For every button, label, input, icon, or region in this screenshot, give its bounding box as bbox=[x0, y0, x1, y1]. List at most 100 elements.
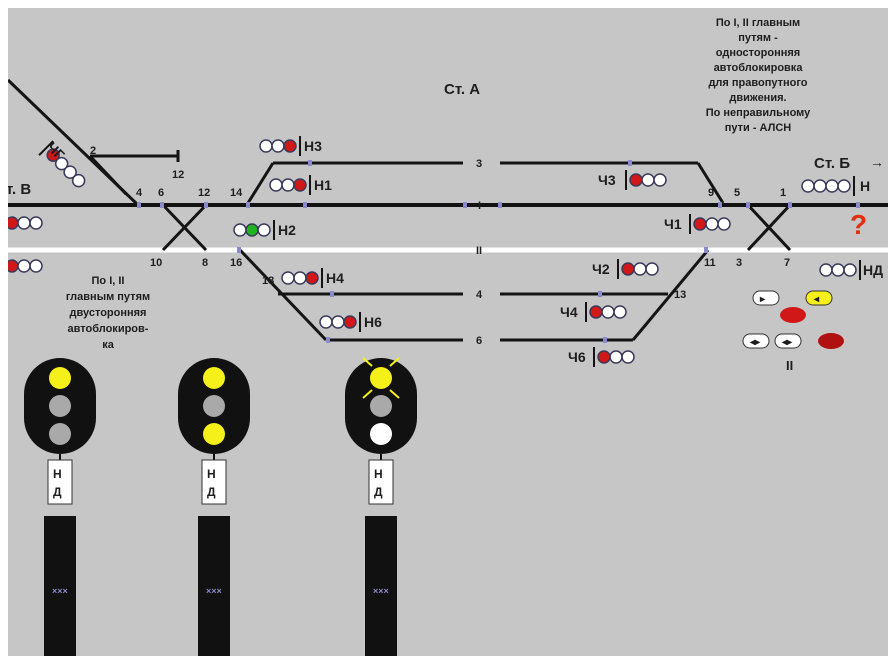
switch-number: 9 bbox=[708, 187, 714, 199]
question-mark: ? bbox=[850, 209, 867, 240]
nd-plate-letter: Д bbox=[374, 485, 383, 499]
note-left: По I, II главным путям двусторонняя авто… bbox=[66, 275, 150, 351]
signal-label-ch1: Ч1 bbox=[664, 216, 682, 232]
two-way-button-2[interactable] bbox=[774, 333, 802, 349]
signal-chg bbox=[38, 140, 86, 188]
signal-n-station-b bbox=[801, 176, 855, 196]
signal-label-n6: Н6 bbox=[364, 314, 382, 330]
switch-number: 18 bbox=[262, 275, 274, 287]
lamp bbox=[259, 139, 273, 153]
note-tr-line: односторонняя bbox=[716, 47, 800, 59]
control-panel: ▸ ◂ ◂▸ ◂▸ II bbox=[742, 290, 844, 373]
signal-label-n3: Н3 bbox=[304, 138, 322, 154]
diagonal-16 bbox=[238, 248, 328, 342]
cross-left-b bbox=[161, 203, 208, 252]
lamp bbox=[645, 262, 659, 276]
nd-plate-letter: Н bbox=[207, 467, 216, 481]
note-left-line: автоблокиров- bbox=[68, 323, 149, 335]
note-left-line: ка bbox=[102, 339, 115, 351]
lamp bbox=[293, 271, 307, 285]
lamp-yellow bbox=[49, 367, 71, 389]
arrow-right-icon: ▸ bbox=[759, 294, 766, 305]
track-label-6: 6 bbox=[476, 335, 482, 347]
signal-n4 bbox=[281, 268, 323, 288]
lamp-red bbox=[283, 139, 297, 153]
lamp bbox=[257, 223, 271, 237]
red-indicator bbox=[818, 333, 844, 349]
switch-number: 11 bbox=[704, 257, 716, 269]
switch-number: 5 bbox=[734, 187, 740, 199]
signal-n1 bbox=[269, 175, 311, 195]
signal-ch2 bbox=[617, 259, 659, 279]
two-way-icon: ◂▸ bbox=[749, 337, 761, 348]
signal-label-n4: Н4 bbox=[326, 270, 344, 286]
switch-numbers: 2 12 4 6 12 14 10 8 16 18 9 5 1 11 3 7 1… bbox=[90, 145, 790, 301]
signal-ch1 bbox=[689, 214, 731, 234]
note-left-line: двусторонняя bbox=[70, 307, 147, 319]
track-label-4: 4 bbox=[476, 289, 483, 301]
signal-label-ch3: Ч3 bbox=[598, 172, 616, 188]
switch-number: 12 bbox=[198, 187, 210, 199]
arrow-right-button[interactable] bbox=[752, 290, 780, 306]
lamp-red bbox=[5, 216, 19, 230]
signal-n6 bbox=[319, 312, 361, 332]
lamp-red bbox=[293, 178, 307, 192]
nd-plate-letter: Н bbox=[374, 467, 383, 481]
lamp bbox=[17, 259, 31, 273]
lamp bbox=[271, 139, 285, 153]
diagonal-13 bbox=[631, 249, 710, 341]
signal-nd bbox=[819, 260, 861, 280]
lamp-off bbox=[49, 395, 71, 417]
signal-mast bbox=[44, 516, 76, 656]
switch-number: 14 bbox=[230, 187, 243, 199]
note-top-right: По I, II главным путям - односторонняя а… bbox=[706, 17, 811, 134]
lamp-green bbox=[245, 223, 259, 237]
large-signal-2: Н Д ××× bbox=[178, 358, 250, 656]
nd-plate bbox=[201, 459, 227, 505]
arrow-right-icon: → bbox=[870, 154, 884, 170]
lamp bbox=[717, 217, 731, 231]
signal-ch4 bbox=[585, 302, 627, 322]
joints bbox=[137, 160, 860, 343]
note-tr-line: По I, II главным bbox=[716, 17, 800, 29]
signal-left-edge-1 bbox=[5, 216, 43, 230]
note-tr-line: для правопутного bbox=[708, 77, 807, 89]
track-label-2: II bbox=[476, 245, 482, 257]
switch-number: 12 bbox=[172, 169, 184, 181]
note-tr-line: движения. bbox=[729, 92, 786, 104]
note-tr-line: пути - АЛСН bbox=[725, 122, 792, 134]
track-diagram: Ст. А Ст. Б т. В → По I, II главным путя… bbox=[5, 17, 888, 656]
two-way-icon: ◂▸ bbox=[781, 337, 793, 348]
signal-ch3 bbox=[625, 170, 667, 190]
lamp bbox=[601, 305, 615, 319]
station-v-label: т. В bbox=[8, 181, 31, 198]
switch-number: 1 bbox=[780, 187, 786, 199]
arrow-left-button[interactable] bbox=[805, 290, 833, 306]
lamp-yellow bbox=[203, 367, 225, 389]
lamp bbox=[621, 350, 635, 364]
signal-label-n1: Н1 bbox=[314, 177, 332, 193]
track-label-1: I bbox=[478, 200, 481, 212]
lamp-red bbox=[629, 173, 643, 187]
lamp bbox=[831, 263, 845, 277]
switch-number: 13 bbox=[674, 289, 686, 301]
switch-number: 2 bbox=[90, 145, 96, 157]
switch-number: 16 bbox=[230, 257, 242, 269]
lamp-red bbox=[589, 305, 603, 319]
lamp bbox=[705, 217, 719, 231]
two-way-button-1[interactable] bbox=[742, 333, 770, 349]
lamp-yellow-flashing bbox=[370, 367, 392, 389]
station-b-label: Ст. Б bbox=[814, 155, 850, 172]
lamp bbox=[331, 315, 345, 329]
note-tr-line: путям - bbox=[738, 32, 778, 44]
lamp bbox=[233, 223, 247, 237]
lamp bbox=[819, 263, 833, 277]
tracks bbox=[6, 78, 888, 342]
track-3-exit bbox=[696, 162, 725, 204]
mast-marks: ××× bbox=[52, 586, 68, 596]
lamp bbox=[653, 173, 667, 187]
lamp bbox=[641, 173, 655, 187]
lamp bbox=[801, 179, 815, 193]
flashing-rays bbox=[362, 357, 400, 399]
